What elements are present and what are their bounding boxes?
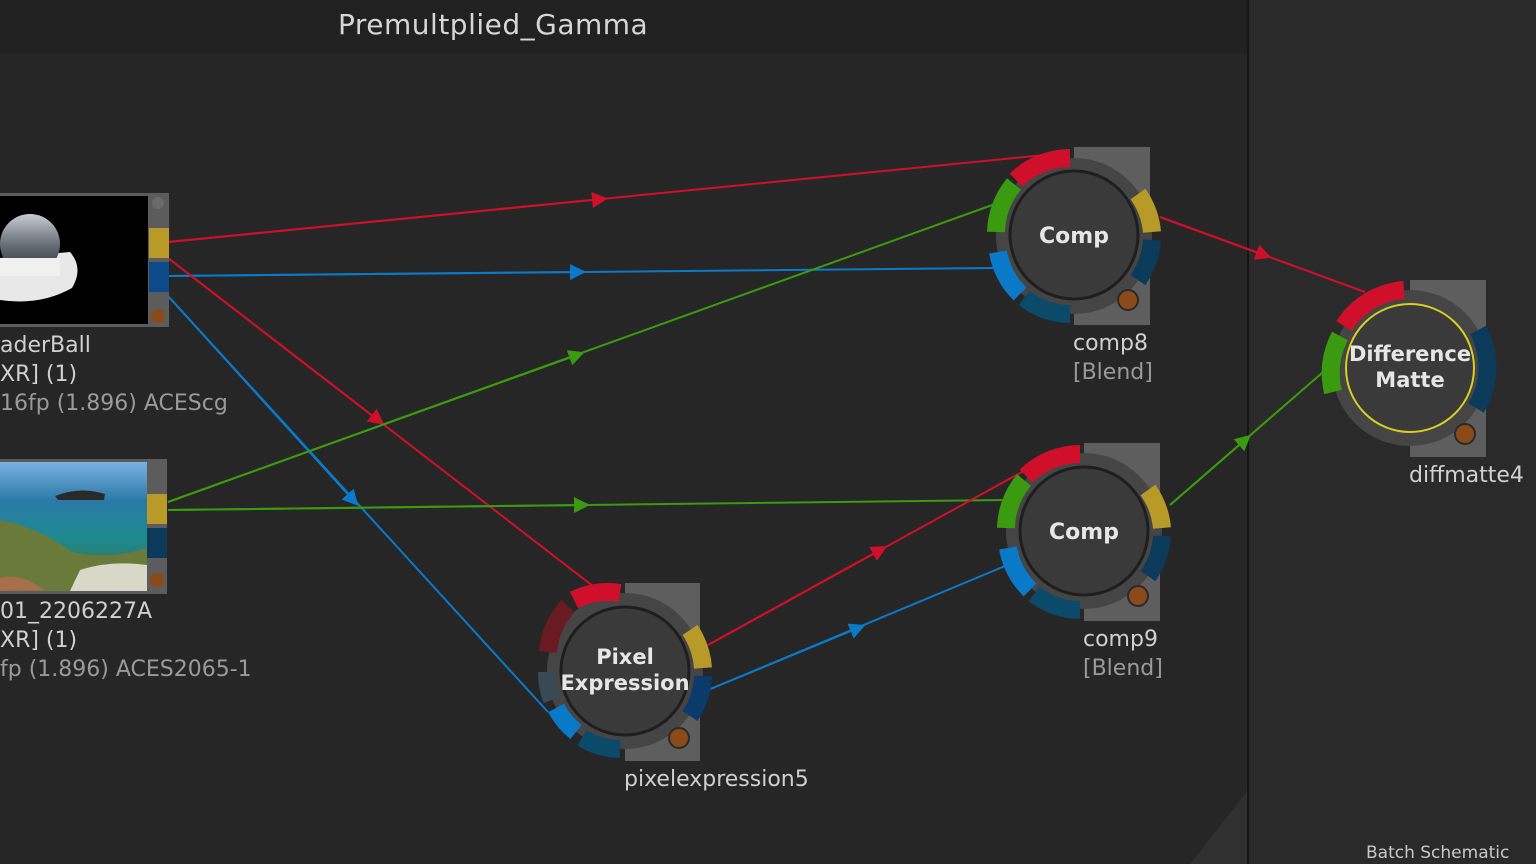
input-port-red[interactable] — [570, 583, 622, 609]
shaderball-matte-cut — [0, 258, 60, 276]
input-port-back-matte[interactable] — [999, 546, 1037, 597]
output-port-alpha[interactable] — [1130, 239, 1161, 286]
link-ball-blue-to-comp8-arrow — [167, 264, 586, 281]
clip-label-coast: 01_2206227A XR] (1) fp (1.896) ACES2065-… — [0, 597, 252, 684]
input-port-front[interactable] — [1019, 445, 1081, 483]
input-port-blue[interactable] — [548, 703, 582, 740]
input-port-back[interactable] — [987, 178, 1022, 233]
clip-output-port-rgb[interactable] — [149, 228, 169, 258]
clip-port-top[interactable] — [152, 197, 164, 209]
output-port-alpha[interactable] — [682, 675, 712, 721]
input-port-grey[interactable] — [538, 671, 561, 704]
link-comp9-to-diffmatte-arrow — [1169, 434, 1252, 506]
node-diffmatte4[interactable]: Difference Matte — [1321, 280, 1497, 457]
coast-rocks — [55, 490, 105, 500]
node-label-pixelexpression5: pixelexpression5 — [624, 765, 809, 794]
link-ball-to-comp8-arrow — [167, 192, 608, 243]
clip-info: fp (1.896) ACES2065-1 — [0, 657, 252, 682]
node-title-comp9: Comp — [1049, 520, 1119, 545]
input-port-front[interactable] — [1009, 149, 1071, 187]
node-body — [1018, 465, 1150, 597]
node-title-pixelexpression-line2: Expression — [560, 671, 689, 695]
output-port-rgb[interactable] — [1140, 484, 1171, 530]
node-mode: [Blend] — [1083, 656, 1163, 681]
node-title-comp8: Comp — [1039, 224, 1109, 249]
clip-status-dot — [151, 309, 165, 323]
node-title-diffmatte: Difference — [1349, 342, 1471, 366]
input-port-back-matte[interactable] — [989, 250, 1027, 301]
clip-info: 16fp (1.896) ACEScg — [0, 391, 228, 416]
output-port-rgb[interactable] — [682, 624, 712, 669]
input-port-front[interactable] — [1336, 281, 1406, 332]
output-port-alpha[interactable] — [1140, 535, 1171, 582]
output-port-rgb[interactable] — [1130, 188, 1161, 234]
node-title-diffmatte-line2: Matte — [1375, 368, 1444, 392]
view-label: Batch Schematic — [1366, 843, 1510, 863]
clip-label-shaderball: aderBall XR] (1) 16fp (1.896) ACEScg — [0, 331, 228, 418]
link-coast-to-comp9-arrow — [167, 497, 590, 514]
output-port-alpha[interactable] — [1468, 325, 1497, 413]
node-name: diffmatte4 — [1409, 463, 1524, 488]
link-coast-to-comp8-arrow — [167, 350, 585, 503]
node-comp8[interactable]: Comp — [987, 147, 1161, 325]
group-header-bar[interactable] — [0, 0, 1248, 54]
clip-output-port-alpha[interactable] — [149, 262, 169, 292]
link-comp8-to-diffmatte-arrow — [1159, 216, 1272, 260]
node-body — [559, 605, 691, 737]
input-port-matte[interactable] — [577, 730, 621, 758]
node-status-dot — [1454, 423, 1476, 445]
link-pixelexpr-to-comp9-arrow — [707, 546, 888, 646]
input-port-dark-red[interactable] — [539, 599, 575, 654]
clip-status-dot — [150, 573, 164, 587]
clip-name-line2: XR] (1) — [0, 628, 78, 653]
node-status-dot — [1127, 585, 1149, 607]
input-port-back[interactable] — [1321, 331, 1349, 395]
input-port-matte[interactable] — [1018, 290, 1071, 323]
node-name: pixelexpression5 — [624, 767, 809, 792]
node-name: comp8 — [1073, 331, 1148, 356]
node-label-comp9: comp9 [Blend] — [1083, 625, 1163, 683]
link-ball-to-pixelexpr-arrow — [167, 257, 385, 425]
node-mode: [Blend] — [1073, 360, 1153, 385]
node-comp9[interactable]: Comp — [997, 443, 1171, 621]
node-pixelexpression5[interactable]: Pixel Expression — [538, 583, 712, 761]
node-status-dot — [668, 727, 690, 749]
clip-name-line1: 01_2206227A — [0, 599, 153, 624]
clip-output-port-alpha[interactable] — [147, 528, 167, 558]
link-pixelexpr-blue-to-comp9-arrow — [707, 623, 866, 691]
input-port-back[interactable] — [997, 474, 1032, 529]
clip-node-shaderball[interactable] — [0, 193, 169, 327]
group-title[interactable]: Premultplied_Gamma — [338, 8, 649, 41]
node-label-comp8: comp8 [Blend] — [1073, 329, 1153, 387]
group-resize-corner[interactable] — [1190, 790, 1248, 864]
clip-name-line2: XR] (1) — [0, 362, 78, 387]
link-ball-blue-to-pixelexpr-arrow — [167, 295, 359, 506]
clip-node-coast[interactable] — [0, 459, 167, 594]
node-body — [1008, 169, 1140, 301]
node-label-diffmatte4: diffmatte4 — [1409, 461, 1524, 490]
coast-path — [0, 576, 44, 591]
node-status-dot — [1117, 289, 1139, 311]
node-body — [1345, 303, 1475, 433]
clip-name-line1: aderBall — [0, 333, 91, 358]
node-name: comp9 — [1083, 627, 1158, 652]
node-title-pixelexpression: Pixel — [596, 645, 654, 669]
coast-flowers — [70, 563, 147, 591]
clip-output-port-rgb[interactable] — [147, 494, 167, 524]
input-port-matte[interactable] — [1028, 586, 1081, 619]
